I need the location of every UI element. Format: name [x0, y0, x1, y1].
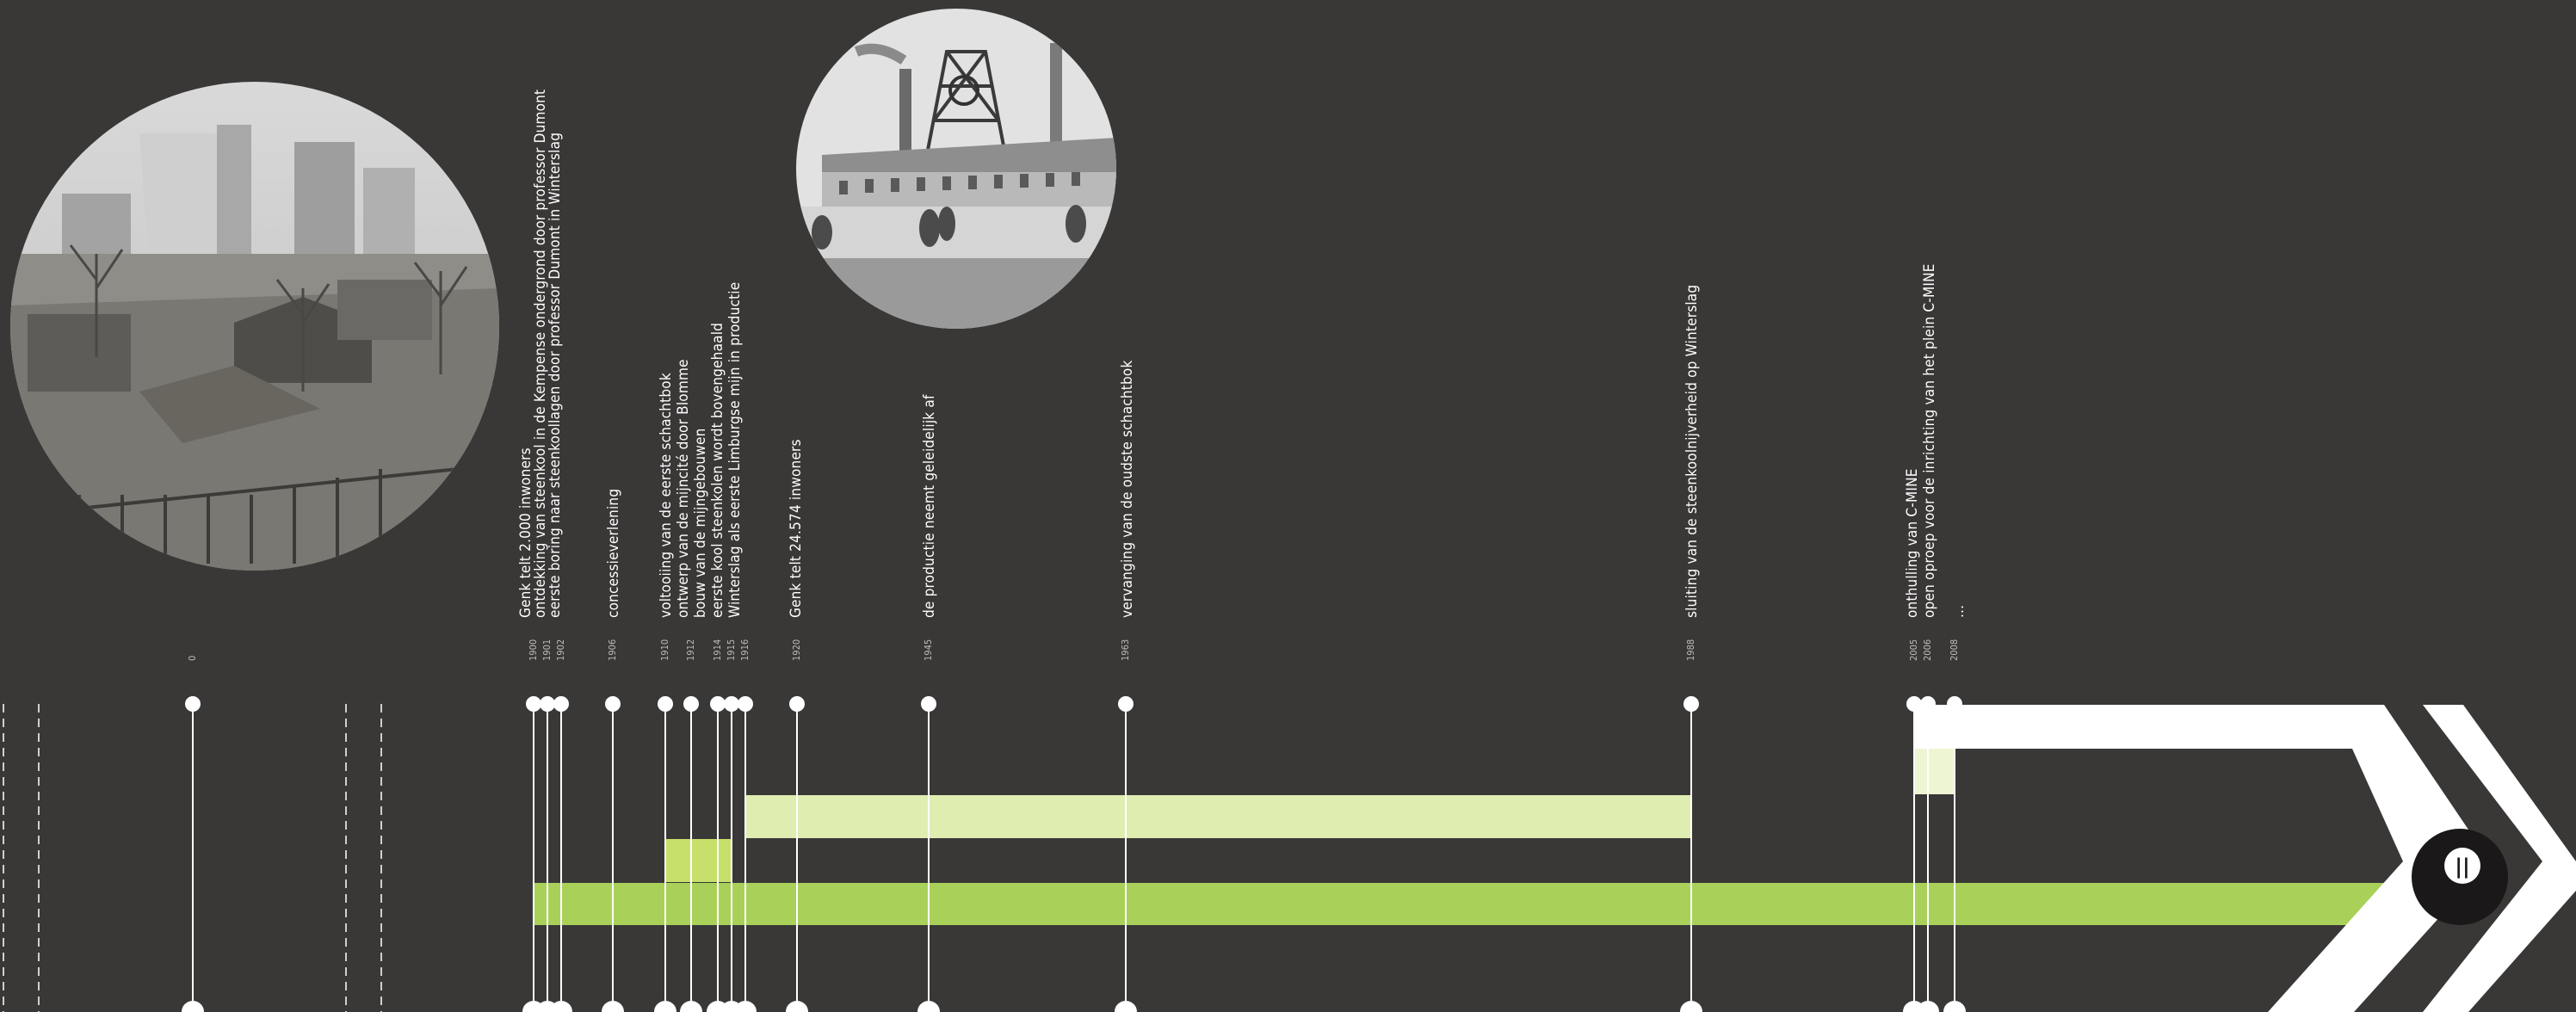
year-label: 2005: [1908, 639, 1919, 661]
year-label: 1920: [791, 639, 802, 661]
event-label: de productie neemt geleidelijk af: [921, 394, 938, 618]
duration-bar-production: [745, 795, 1691, 838]
marker-2005-dot: [1906, 696, 1922, 712]
marker-1912-dot: [683, 696, 699, 712]
marker-1920-dot: [789, 696, 805, 712]
marker-1902-end-dot: [550, 1001, 572, 1012]
event-label: voltooiing van de eerste schachtbok: [658, 373, 675, 618]
event-label: eerste boring naar steenkoollagen door p…: [547, 132, 564, 618]
pause-icon: ||: [2455, 855, 2470, 879]
marker-1900-dot: [526, 696, 541, 712]
marker-1906-end-dot: [602, 1001, 624, 1012]
marker-2006-dot: [1920, 696, 1936, 712]
marker-1901-dot: [540, 696, 555, 712]
event-label: eerste kool steenkolen wordt bovengehaal…: [709, 322, 726, 618]
end-badge-inner: [2444, 848, 2480, 884]
event-label: onthulling van C-MINE: [1904, 468, 1921, 618]
duration-bar-main: [534, 883, 2400, 925]
start-marker-label: 0: [187, 655, 198, 661]
event-label: Winterslag als eerste Limburgse mijn in …: [726, 281, 744, 618]
start-marker-dot: [185, 696, 201, 712]
marker-1906-dot: [605, 696, 621, 712]
marker-1988-dot: [1683, 696, 1699, 712]
year-label: 1945: [923, 639, 934, 661]
year-label: 1900: [528, 639, 539, 661]
year-label: 2008: [1949, 639, 1960, 661]
marker-1916-dot: [738, 696, 753, 712]
event-label: sluiting van de steenkoolnijverheid op W…: [1683, 284, 1701, 618]
marker-2006-end-dot: [1917, 1001, 1939, 1012]
marker-1963-end-dot: [1115, 1001, 1137, 1012]
timeline-arrow-chevron: [2423, 705, 2576, 1012]
marker-1945-dot: [921, 696, 936, 712]
marker-1915-dot: [724, 696, 739, 712]
event-label: open oproep voor de inrichting van het p…: [1921, 263, 1938, 618]
duration-bar-construction: [665, 839, 732, 882]
year-label: 1914: [712, 639, 723, 661]
year-label: 2006: [1922, 639, 1933, 661]
start-marker-end-dot: [182, 1001, 204, 1012]
year-label: 1906: [607, 639, 618, 661]
year-label: 1915: [726, 639, 737, 661]
marker-1920-end-dot: [786, 1001, 808, 1012]
year-label: 1916: [739, 639, 751, 661]
marker-2008-dot: [1947, 696, 1962, 712]
year-label: 1902: [555, 639, 566, 661]
event-label: ontwerp van de mijncité door Blomme: [675, 359, 692, 618]
year-label: 1901: [541, 639, 553, 661]
marker-1963-dot: [1118, 696, 1134, 712]
duration-bar-cmine: [1914, 749, 1955, 794]
year-label: 1988: [1685, 639, 1696, 661]
marker-1916-end-dot: [734, 1001, 757, 1012]
event-label: bouw van de mijngebouwen: [692, 428, 709, 618]
year-label: 1910: [659, 639, 670, 661]
marker-2008-end-dot: [1943, 1001, 1966, 1012]
marker-1945-end-dot: [917, 1001, 940, 1012]
marker-1910-dot: [658, 696, 673, 712]
ellipsis-label: ...: [1950, 604, 1968, 618]
mine-headframe-photo: [796, 9, 1116, 329]
event-label: concessieverlening: [605, 488, 622, 618]
year-label: 1963: [1120, 639, 1131, 661]
marker-1912-end-dot: [680, 1001, 702, 1012]
event-label: Genk telt 24.574 inwoners: [788, 439, 805, 618]
event-label: vervanging van de oudste schachtbok: [1119, 360, 1136, 619]
marker-1988-end-dot: [1680, 1001, 1702, 1012]
marker-1910-end-dot: [654, 1001, 676, 1012]
timeline-arrow-chevron: [1914, 705, 2490, 1012]
marker-1914-dot: [710, 696, 726, 712]
year-label: 1912: [685, 639, 696, 661]
marker-1902-dot: [553, 696, 569, 712]
